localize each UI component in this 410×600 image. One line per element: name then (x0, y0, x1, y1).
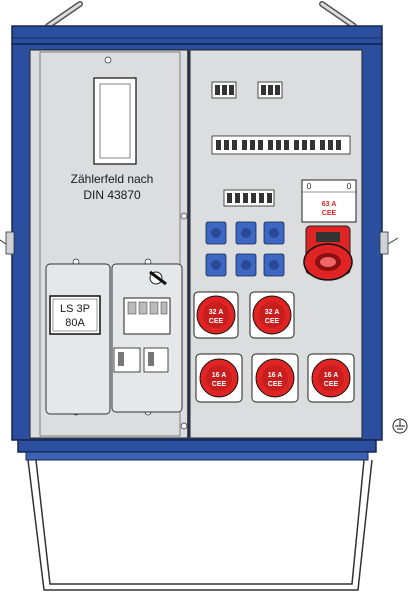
main-breaker-housing (45, 263, 111, 415)
rcd-switch (123, 297, 171, 335)
hinge-left (5, 231, 15, 255)
latch-right (387, 237, 399, 245)
latch-left (0, 239, 7, 245)
cee-16a-socket (307, 353, 355, 403)
main-breaker-label-line2: 80A (65, 317, 85, 329)
schuko-socket (263, 253, 285, 277)
schuko-socket (235, 221, 257, 245)
cee-63a-lid-mark-left: 0 (307, 182, 312, 191)
cabinet-roof (11, 25, 383, 45)
cee-32a-label-line2: CEE (209, 318, 224, 325)
breaker-group-top-left (211, 81, 237, 99)
cee-16a-label-line2: CEE (268, 381, 283, 388)
small-breakers-left (113, 347, 169, 373)
breaker-row-lower (223, 189, 275, 207)
schuko-socket (263, 221, 285, 245)
cee-63a-label-line1: 63 A (322, 201, 337, 208)
cabinet-base (17, 439, 377, 461)
breaker-group-top-right (257, 81, 283, 99)
cee-16a-label-line2: CEE (324, 381, 339, 388)
cee-16a-socket (195, 353, 243, 403)
meter-field-label-line1: Zählerfeld nach (71, 172, 154, 186)
rotary-isolator-handle (149, 270, 167, 286)
cee-16a-label-line1: 16 A (212, 372, 227, 379)
switch-housing (111, 263, 183, 413)
cee-63a-label-line2: CEE (322, 210, 337, 217)
main-breaker-label-line1: LS 3P (60, 303, 90, 315)
cee-16a-label-line2: CEE (212, 381, 227, 388)
cee-63a-lid-mark-right: 0 (347, 182, 352, 191)
cabinet-stand (27, 459, 373, 591)
cee-63a-socket (303, 225, 353, 281)
cee-16a-socket (251, 353, 299, 403)
breaker-row-middle (211, 135, 351, 155)
earth-ground-icon (392, 418, 408, 434)
main-breaker-plate (49, 295, 101, 335)
schuko-socket (235, 253, 257, 277)
schuko-sockets (205, 221, 285, 277)
cee-32a-socket (193, 291, 239, 339)
meter-field-label-line2: DIN 43870 (83, 188, 141, 202)
hinge-right (379, 231, 389, 255)
cee-16a-label-line1: 16 A (268, 372, 283, 379)
schuko-socket (205, 253, 227, 277)
schuko-socket (205, 221, 227, 245)
cee-32a-label-line1: 32 A (265, 309, 280, 316)
cee-63a-lid (301, 179, 357, 223)
cee-16a-label-line1: 16 A (324, 372, 339, 379)
meter-window (93, 77, 137, 165)
cee-32a-socket (249, 291, 295, 339)
lifting-eye-right (319, 1, 357, 29)
cee-32a-label-line2: CEE (265, 318, 280, 325)
cee-32a-label-line1: 32 A (209, 309, 224, 316)
lifting-eye-left (45, 1, 83, 29)
